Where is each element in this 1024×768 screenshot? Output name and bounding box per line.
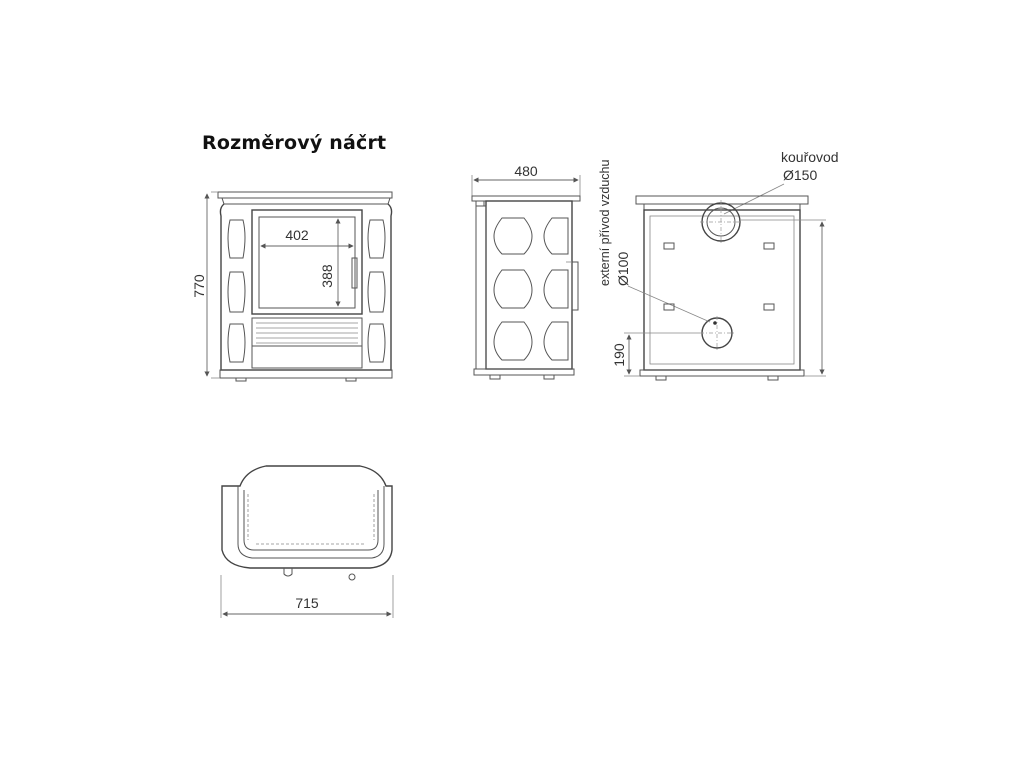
door-height-dimension: 388 (319, 264, 335, 288)
tile-right-1 (367, 219, 386, 259)
tile-right-3 (367, 323, 386, 363)
page-title: Rozměrový náčrt (202, 132, 387, 154)
tile-left-2 (227, 271, 246, 313)
flue-label: kouřovod (781, 149, 839, 165)
front-view: 770 402 388 (191, 191, 393, 382)
door-handle (351, 257, 358, 289)
door-width-dimension: 402 (285, 227, 309, 243)
back-view: kouřovod Ø150 190 (611, 149, 839, 381)
top-view: 715 (220, 465, 394, 618)
fire-door (251, 209, 363, 315)
ash-grille (251, 317, 363, 347)
height-dimension: 770 (191, 274, 207, 298)
air-inlet-label: externí přívod vzduchu (598, 159, 612, 286)
inlet-height-dimension: 190 (611, 343, 627, 367)
air-inlet-pipe (571, 261, 579, 311)
depth-dimension: 480 (514, 163, 538, 179)
side-view: 480 externí přívod vzduchu Ø100 (471, 159, 631, 380)
flue-diameter: Ø150 (783, 167, 817, 183)
air-inlet-diameter: Ø100 (615, 252, 631, 286)
tile-right-2 (367, 271, 386, 313)
tile-left-1 (227, 219, 246, 259)
tile-left-3 (227, 323, 246, 363)
width-dimension: 715 (295, 595, 319, 611)
